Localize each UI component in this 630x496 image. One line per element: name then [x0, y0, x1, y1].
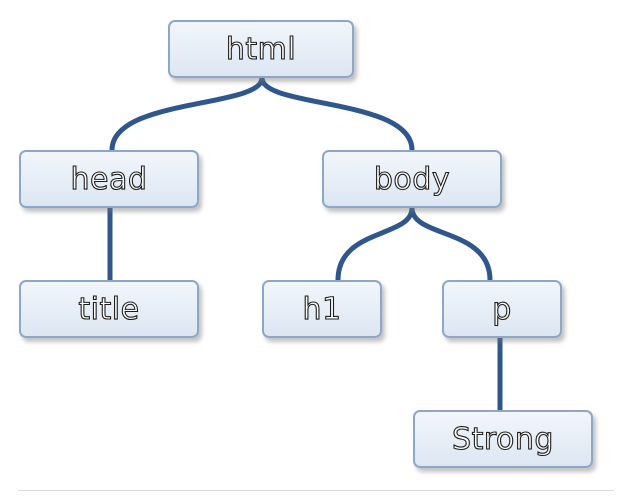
connector-body-h1: [335, 205, 415, 283]
node-html: html: [168, 20, 354, 78]
node-label: body: [373, 161, 451, 197]
connector-html-body: [259, 75, 415, 153]
connector-html-head: [109, 75, 265, 153]
node-h1: h1: [262, 280, 382, 338]
node-body: body: [322, 150, 502, 208]
node-label: h1: [302, 291, 342, 327]
connector-body-p: [409, 205, 493, 283]
node-label: title: [78, 291, 140, 327]
node-label: p: [492, 291, 512, 327]
node-label: head: [70, 161, 148, 197]
divider: [18, 490, 614, 491]
node-p: p: [442, 280, 562, 338]
node-head: head: [19, 150, 199, 208]
node-label: html: [225, 31, 297, 67]
node-title: title: [19, 280, 199, 338]
node-label: Strong: [451, 421, 554, 457]
node-strong: Strong: [413, 410, 593, 468]
